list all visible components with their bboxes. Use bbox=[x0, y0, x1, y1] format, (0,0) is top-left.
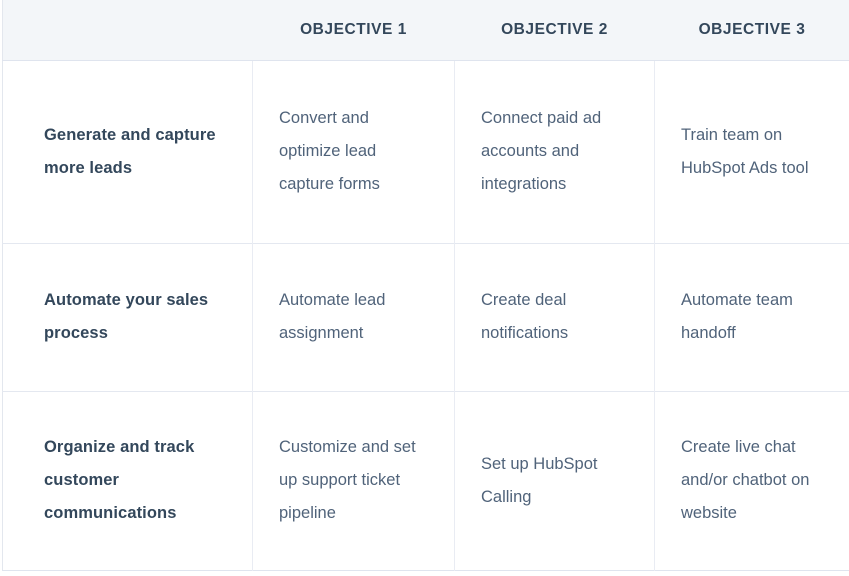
objective-text: Connect paid ad accounts and integration… bbox=[481, 109, 602, 193]
objective-2-cell: Set up HubSpot Calling bbox=[454, 390, 655, 570]
objective-text: Create live chat and/or chatbot on websi… bbox=[681, 438, 810, 522]
goal-text: Automate your sales process bbox=[44, 291, 209, 342]
objective-text: Create deal notifications bbox=[481, 291, 569, 342]
table-row: Automate your sales process Automate lea… bbox=[2, 242, 849, 391]
goal-cell: Automate your sales process bbox=[2, 242, 253, 391]
objective-text: Set up HubSpot Calling bbox=[481, 454, 598, 506]
objective-2-cell: Connect paid ad accounts and integration… bbox=[454, 60, 655, 243]
table-body: Generate and capture more leads Convert … bbox=[2, 60, 849, 570]
column-header-objective-3: OBJECTIVE 3 bbox=[654, 0, 849, 61]
table-row: Organize and track customer communicatio… bbox=[2, 390, 849, 570]
table-row: Generate and capture more leads Convert … bbox=[3, 60, 849, 243]
objective-3-cell: Automate team handoff bbox=[654, 242, 849, 391]
objective-text: Convert and optimize lead capture forms bbox=[279, 109, 380, 193]
goal-text: Organize and track customer communicatio… bbox=[44, 438, 195, 522]
goal-text: Generate and capture more leads bbox=[44, 125, 216, 177]
objective-1-cell: Automate lead assignment bbox=[252, 242, 455, 391]
objective-1-cell: Convert and optimize lead capture forms bbox=[252, 60, 455, 243]
objective-text: Train team on HubSpot Ads tool bbox=[681, 125, 809, 177]
objective-3-cell: Train team on HubSpot Ads tool bbox=[654, 60, 849, 243]
objective-text: Customize and set up support ticket pipe… bbox=[279, 438, 416, 522]
objective-1-cell: Customize and set up support ticket pipe… bbox=[252, 390, 455, 570]
column-header-objective-2: OBJECTIVE 2 bbox=[454, 0, 655, 61]
objective-text: Automate lead assignment bbox=[279, 291, 386, 342]
goal-cell: Organize and track customer communicatio… bbox=[2, 390, 253, 570]
objective-2-cell: Create deal notifications bbox=[454, 242, 655, 391]
column-header-objective-1: OBJECTIVE 1 bbox=[252, 0, 455, 61]
table-header-row: OBJECTIVE 1 OBJECTIVE 2 OBJECTIVE 3 bbox=[2, 0, 849, 61]
objective-3-cell: Create live chat and/or chatbot on websi… bbox=[654, 390, 849, 570]
goal-cell: Generate and capture more leads bbox=[3, 60, 253, 243]
objective-text: Automate team handoff bbox=[681, 291, 793, 342]
column-header-goal bbox=[2, 0, 253, 61]
table-header: OBJECTIVE 1 OBJECTIVE 2 OBJECTIVE 3 bbox=[2, 0, 849, 61]
